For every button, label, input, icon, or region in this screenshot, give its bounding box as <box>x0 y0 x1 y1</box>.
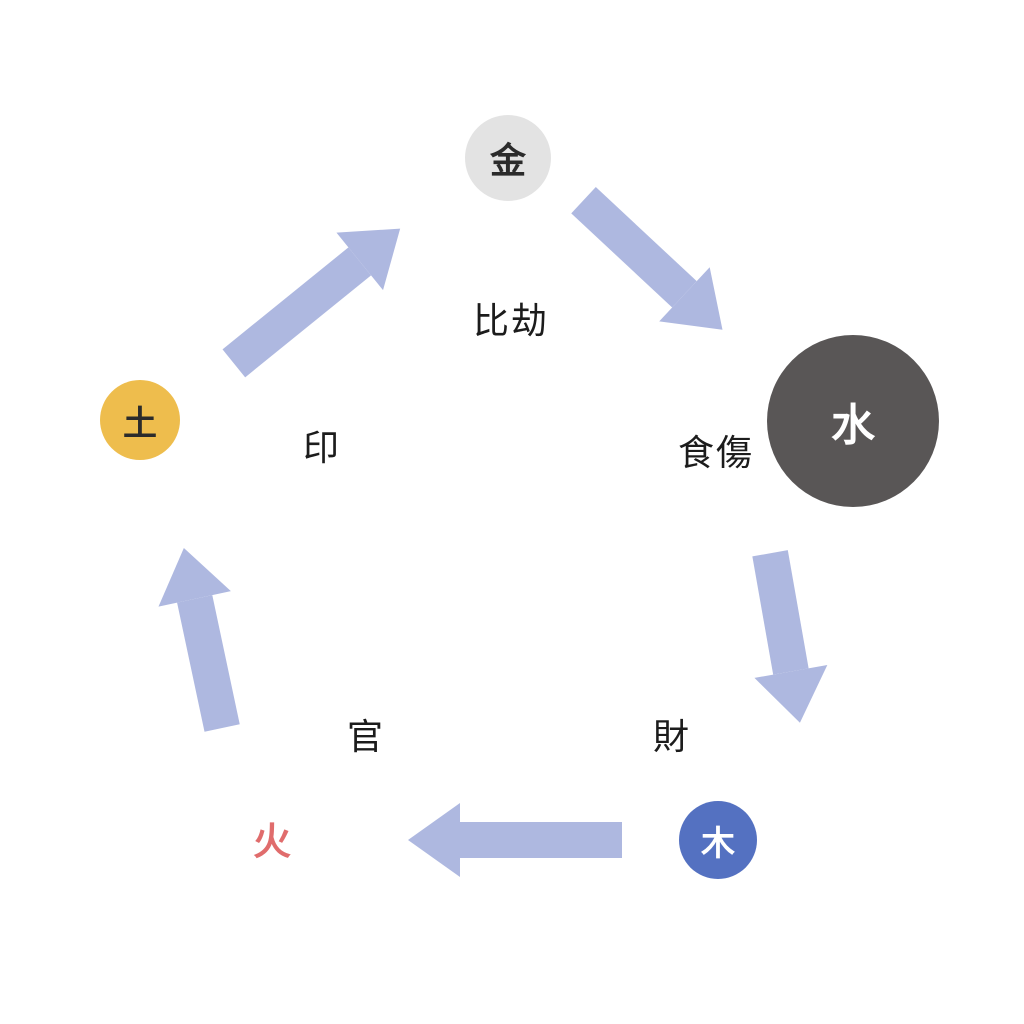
arrow-earth-to-metal <box>211 199 424 392</box>
arrow-fire-to-earth <box>147 540 259 735</box>
relation-label-yin: 印 <box>302 427 342 468</box>
node-fire: 火 <box>252 821 292 864</box>
arrow-head <box>754 665 837 730</box>
arrow-metal-to-water <box>558 173 748 357</box>
arrow-body <box>571 187 697 308</box>
node-metal: 金 <box>465 115 551 201</box>
arrow-body <box>222 247 372 378</box>
arrow-head <box>408 803 460 877</box>
arrow-water-to-wood <box>734 547 837 730</box>
arrow-body <box>460 822 622 858</box>
relation-label-guan: 官 <box>346 716 386 757</box>
relation-label-cai: 財 <box>652 716 692 757</box>
arrow-wood-to-fire <box>408 803 622 877</box>
arrow-body <box>177 595 240 732</box>
arrow-body <box>752 550 809 675</box>
node-wood: 木 <box>679 801 757 879</box>
node-water: 水 <box>767 335 939 507</box>
node-earth: 土 <box>100 380 180 460</box>
arrow-head <box>147 540 231 607</box>
relation-label-bijie: 比劫 <box>472 300 550 341</box>
relation-label-shishang: 食傷 <box>677 432 755 473</box>
